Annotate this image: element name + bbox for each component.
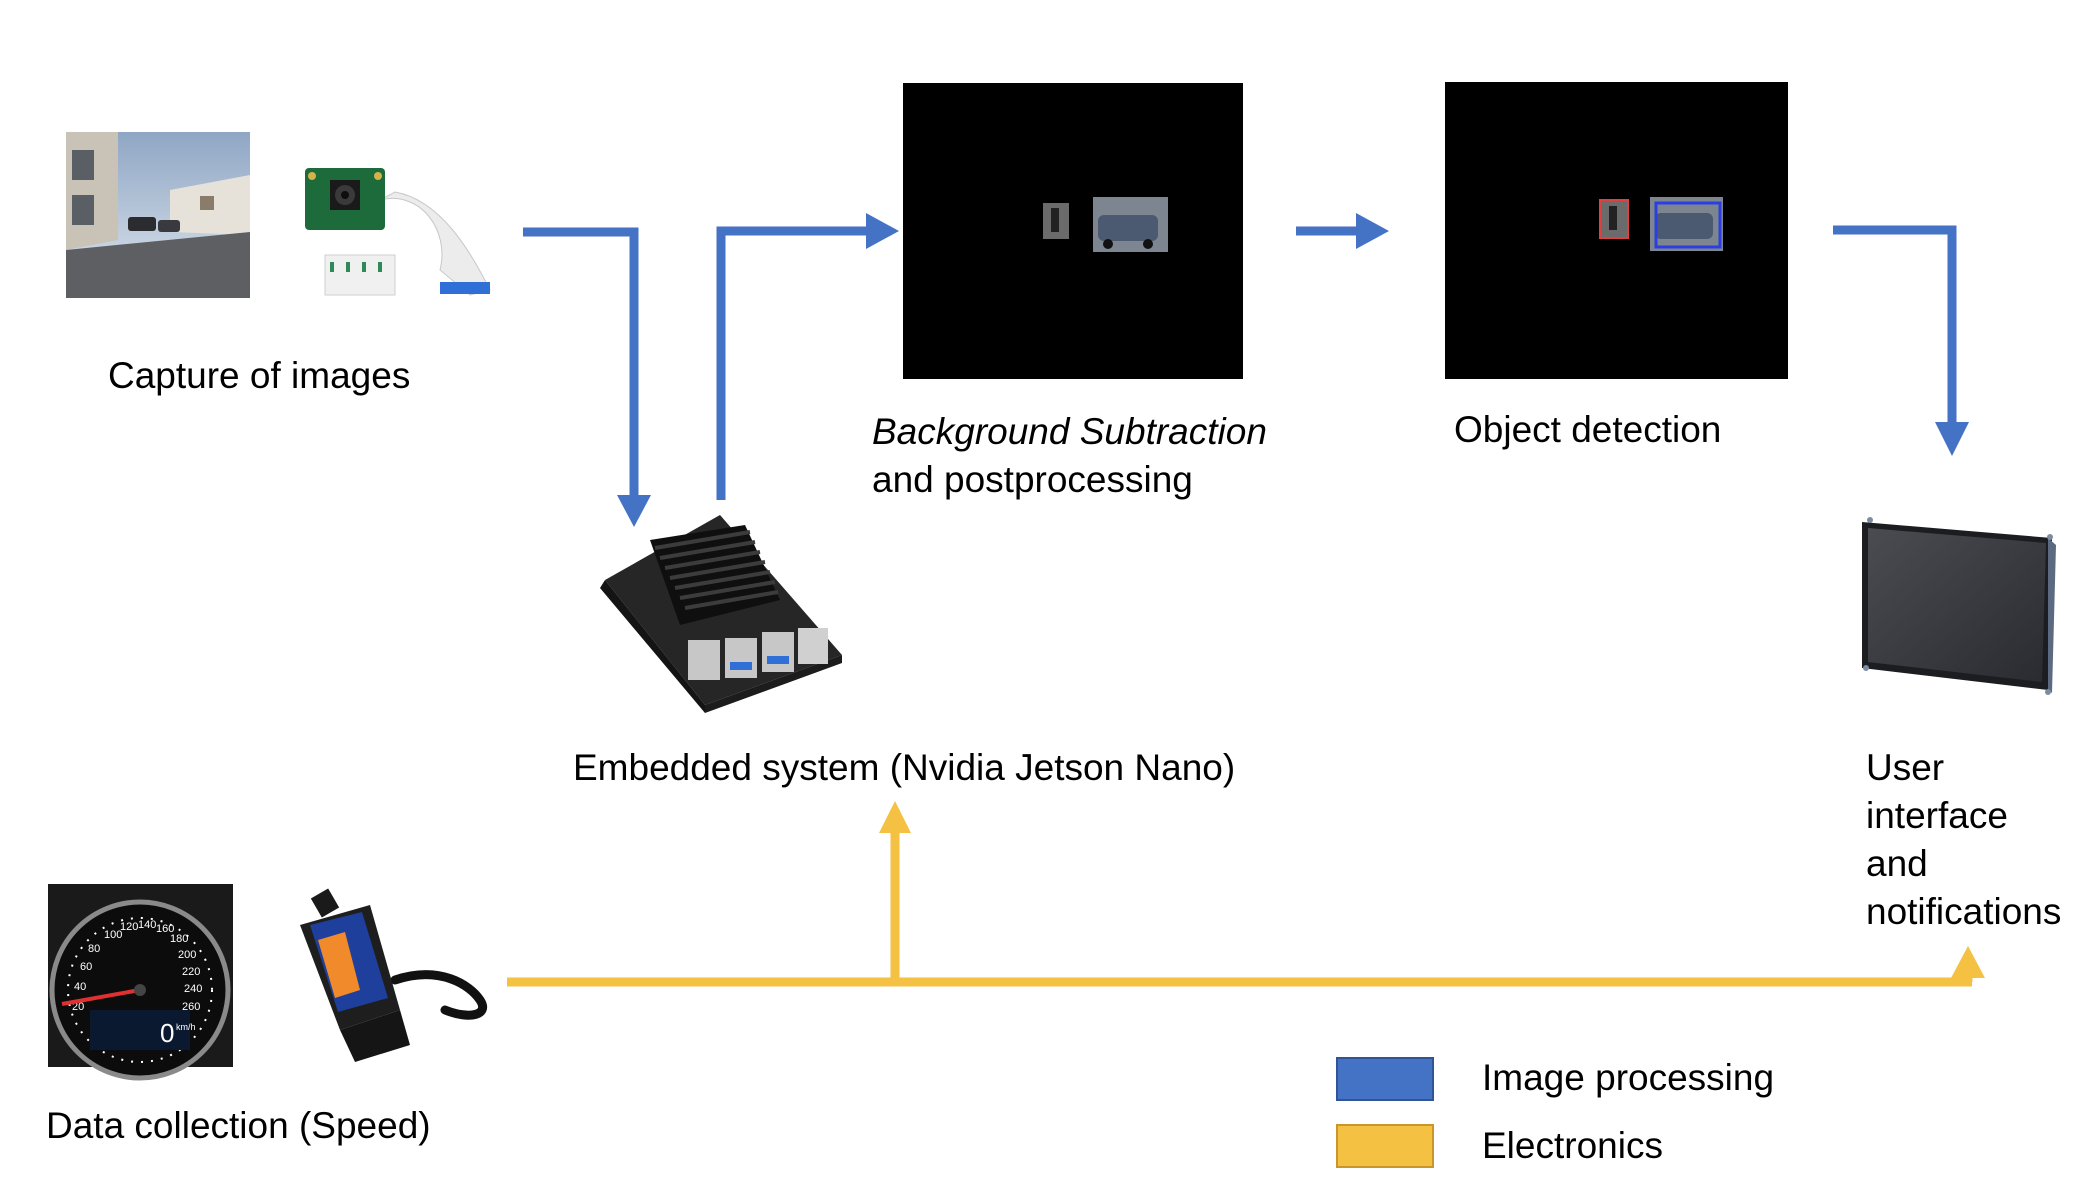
label-ui-line4: notifications [1866, 891, 2062, 932]
label-capture: Capture of images [108, 355, 411, 396]
electronics-flow [507, 801, 1985, 987]
speedo-tick: 120 [120, 921, 138, 933]
camera-module-icon [305, 168, 491, 296]
label-object-detection: Object detection [1454, 409, 1722, 450]
label-ui-line2: interface [1866, 795, 2008, 836]
label-ui-line1: User [1866, 747, 1945, 788]
arrow-jetson-to-bgsub [716, 226, 868, 500]
label-bg-sub-italic: Background Subtraction [872, 411, 1267, 452]
label-ui-line3: and [1866, 843, 1928, 884]
arrow-capture-to-jetson [523, 227, 639, 498]
label-data-collection: Data collection (Speed) [46, 1105, 431, 1146]
image-processing-flow [523, 213, 1969, 527]
label-embedded-system: Embedded system (Nvidia Jetson Nano) [573, 747, 1236, 788]
obd-adapter-icon [300, 888, 487, 1062]
speedo-tick: 20 [72, 1001, 84, 1013]
speedo-tick: 220 [182, 966, 200, 978]
speedo-tick: 200 [178, 949, 196, 961]
label-user-interface: User interface and notifications [1866, 744, 2061, 936]
speedo-tick: 100 [104, 929, 122, 941]
arrow-detection-to-ui [1833, 225, 1957, 424]
legend-label-electronics: Electronics [1482, 1125, 1663, 1166]
speedo-tick: 180 [170, 933, 188, 945]
speedo-tick: 80 [88, 943, 100, 955]
jetson-nano-board-icon [600, 515, 842, 713]
speedometer-icon: 60 80 100 120 140 160 180 200 220 240 26… [48, 884, 233, 1081]
speedo-tick: 160 [156, 923, 174, 935]
label-bg-sub-rest: and postprocessing [872, 459, 1193, 500]
speedo-tick: 60 [80, 961, 92, 973]
label-background-subtraction: Background Subtraction and postprocessin… [872, 408, 1267, 504]
display-screen-icon [1862, 517, 2056, 695]
speedo-tick: 240 [184, 983, 202, 995]
street-photo-icon [66, 132, 250, 298]
legend-label-image-processing: Image processing [1482, 1057, 1775, 1098]
object-detection-panel [1445, 82, 1788, 379]
speedo-tick: 140 [138, 919, 156, 931]
speedo-reading: 0 [160, 1018, 174, 1048]
background-subtraction-panel [903, 83, 1243, 379]
legend-swatch-image-processing [1336, 1057, 1434, 1101]
legend-swatch-electronics [1336, 1124, 1434, 1168]
speedo-tick: 40 [74, 981, 86, 993]
speedo-unit: km/h [176, 1022, 196, 1032]
